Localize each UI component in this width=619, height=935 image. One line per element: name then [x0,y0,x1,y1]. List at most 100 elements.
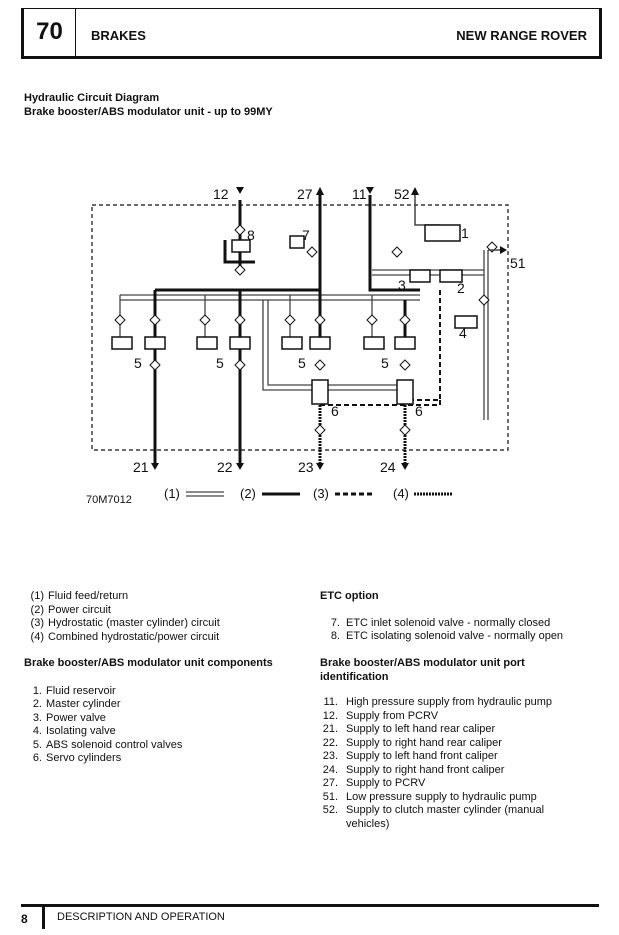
list-text: Fluid feed/return [48,590,129,602]
list-number: 4. [32,725,42,737]
unit-outline [91,204,509,451]
filters [114,224,498,436]
abs-valve-blocks [111,336,416,350]
list-number: 12. [322,709,338,722]
section-title: BRAKES [91,28,146,43]
component-label: 5 [381,355,389,371]
list-number: (2) [30,603,44,616]
page-number: 8 [21,907,45,929]
component-label: 1 [461,225,469,241]
component-label: 4 [459,325,467,341]
list-text: Isolating valve [46,725,116,737]
figure-reference: 70M7012 [86,494,132,506]
component-label: 2 [457,280,465,296]
caliper-lines [153,340,242,463]
port-label: 27 [297,186,313,202]
legend-label: (3) [313,486,329,501]
list-number: 52. [322,804,338,816]
list-number: 5. [32,738,42,751]
diagram-subtitle: Brake booster/ABS modulator unit - up to… [24,106,273,118]
port-label: 51 [510,255,526,271]
list-text: Power circuit [48,603,111,616]
list-text: Hydrostatic (master cylinder) circuit [48,617,220,629]
servo-cylinders [311,379,414,405]
list-text: ETC isolating solenoid valve - normally … [346,630,564,642]
list-text: Low pressure supply to hydraulic pump [346,790,537,803]
list-number: 8. [330,630,340,642]
list-number: 11. [323,696,338,708]
list-text: Master cylinder [46,698,121,710]
page-header: 70 BRAKES NEW RANGE ROVER [21,8,602,59]
isolating-valve [454,315,478,329]
etc-isolating-valve [231,239,251,253]
list-text: Supply to right hand rear caliper [346,736,502,749]
section-number: 70 [21,9,76,56]
master-cylinder [439,269,463,283]
list-number: 27. [322,777,338,789]
components-heading: Brake booster/ABS modulator unit compone… [24,657,273,669]
list-text: Supply to right hand front caliper [346,763,505,776]
list-text: Power valve [46,711,106,724]
footer-section-label: DESCRIPTION AND OPERATION [57,911,225,923]
port-label: 22 [217,459,233,475]
legend-label: (1) [164,486,180,501]
port-52-line [414,195,440,226]
component-label: 6 [415,403,423,419]
list-number: 7. [330,616,340,629]
component-label: 3 [398,277,406,293]
port-label: 11 [352,186,367,202]
list-number: 1. [32,684,42,697]
circuit-key-list: (1) Fluid feed/return (2) Power circuit (3… [24,590,304,644]
ports-section: Brake booster/ABS modulator unit port id… [320,657,600,831]
component-label: 5 [216,355,224,371]
list-number: 51. [322,790,338,803]
vehicle-model: NEW RANGE ROVER [456,28,587,43]
legend-label: (2) [240,486,256,501]
list-text: Fluid reservoir [46,684,116,697]
power-valve [409,269,431,283]
hydrostatic-lines [320,290,441,406]
list-number: 2. [32,698,42,710]
list-number: 24. [322,763,338,776]
legend-label: (4) [393,486,409,501]
list-text: ETC inlet solenoid valve - normally clos… [346,616,551,629]
list-text: Supply from PCRV [346,709,439,722]
component-label: 8 [247,227,255,243]
diagram-title: Hydraulic Circuit Diagram [24,92,160,104]
ports-heading-cont: identification [320,670,389,683]
list-text: Supply to PCRV [346,777,426,789]
list-text: High pressure supply from hydraulic pump [346,696,553,708]
etc-heading: ETC option [320,590,379,602]
legend-line-feed [186,491,224,497]
port-label: 12 [213,186,229,202]
list-text: Servo cylinders [46,752,122,764]
port-label: 24 [380,459,396,475]
component-label: 6 [331,403,339,419]
component-label: 5 [298,355,306,371]
list-number: (3) [30,617,44,629]
list-number: 23. [322,750,338,762]
list-text: Supply to left hand front caliper [346,750,498,762]
feed-return-lines [119,250,489,420]
fluid-reservoir [424,224,461,242]
etc-section: ETC option 7. ETC inlet solenoid valve - … [320,590,600,644]
list-text: ABS solenoid control valves [46,738,183,751]
port-label: 52 [394,186,410,202]
list-number: 22. [322,736,338,749]
component-label: 5 [134,355,142,371]
list-text: Supply to clutch master cylinder (manual… [346,804,545,830]
port-label: 21 [133,459,149,475]
list-number: (1) [30,590,44,602]
ports-heading: Brake booster/ABS modulator unit port [320,657,525,669]
list-text: Supply to left hand rear caliper [346,723,496,735]
list-number: (4) [30,630,44,643]
list-text: Combined hydrostatic/power circuit [48,630,220,643]
etc-inlet-valve [289,235,305,249]
list-number: 3. [32,711,42,724]
port-arrows [151,187,507,470]
page-footer: 8 DESCRIPTION AND OPERATION [21,904,599,929]
components-section: Brake booster/ABS modulator unit compone… [24,657,309,766]
hydraulic-circuit-diagram: 12 27 11 52 51 21 22 23 24 8 7 1 3 2 4 5… [91,186,526,501]
component-label: 7 [302,227,310,243]
list-number: 21. [322,723,338,735]
